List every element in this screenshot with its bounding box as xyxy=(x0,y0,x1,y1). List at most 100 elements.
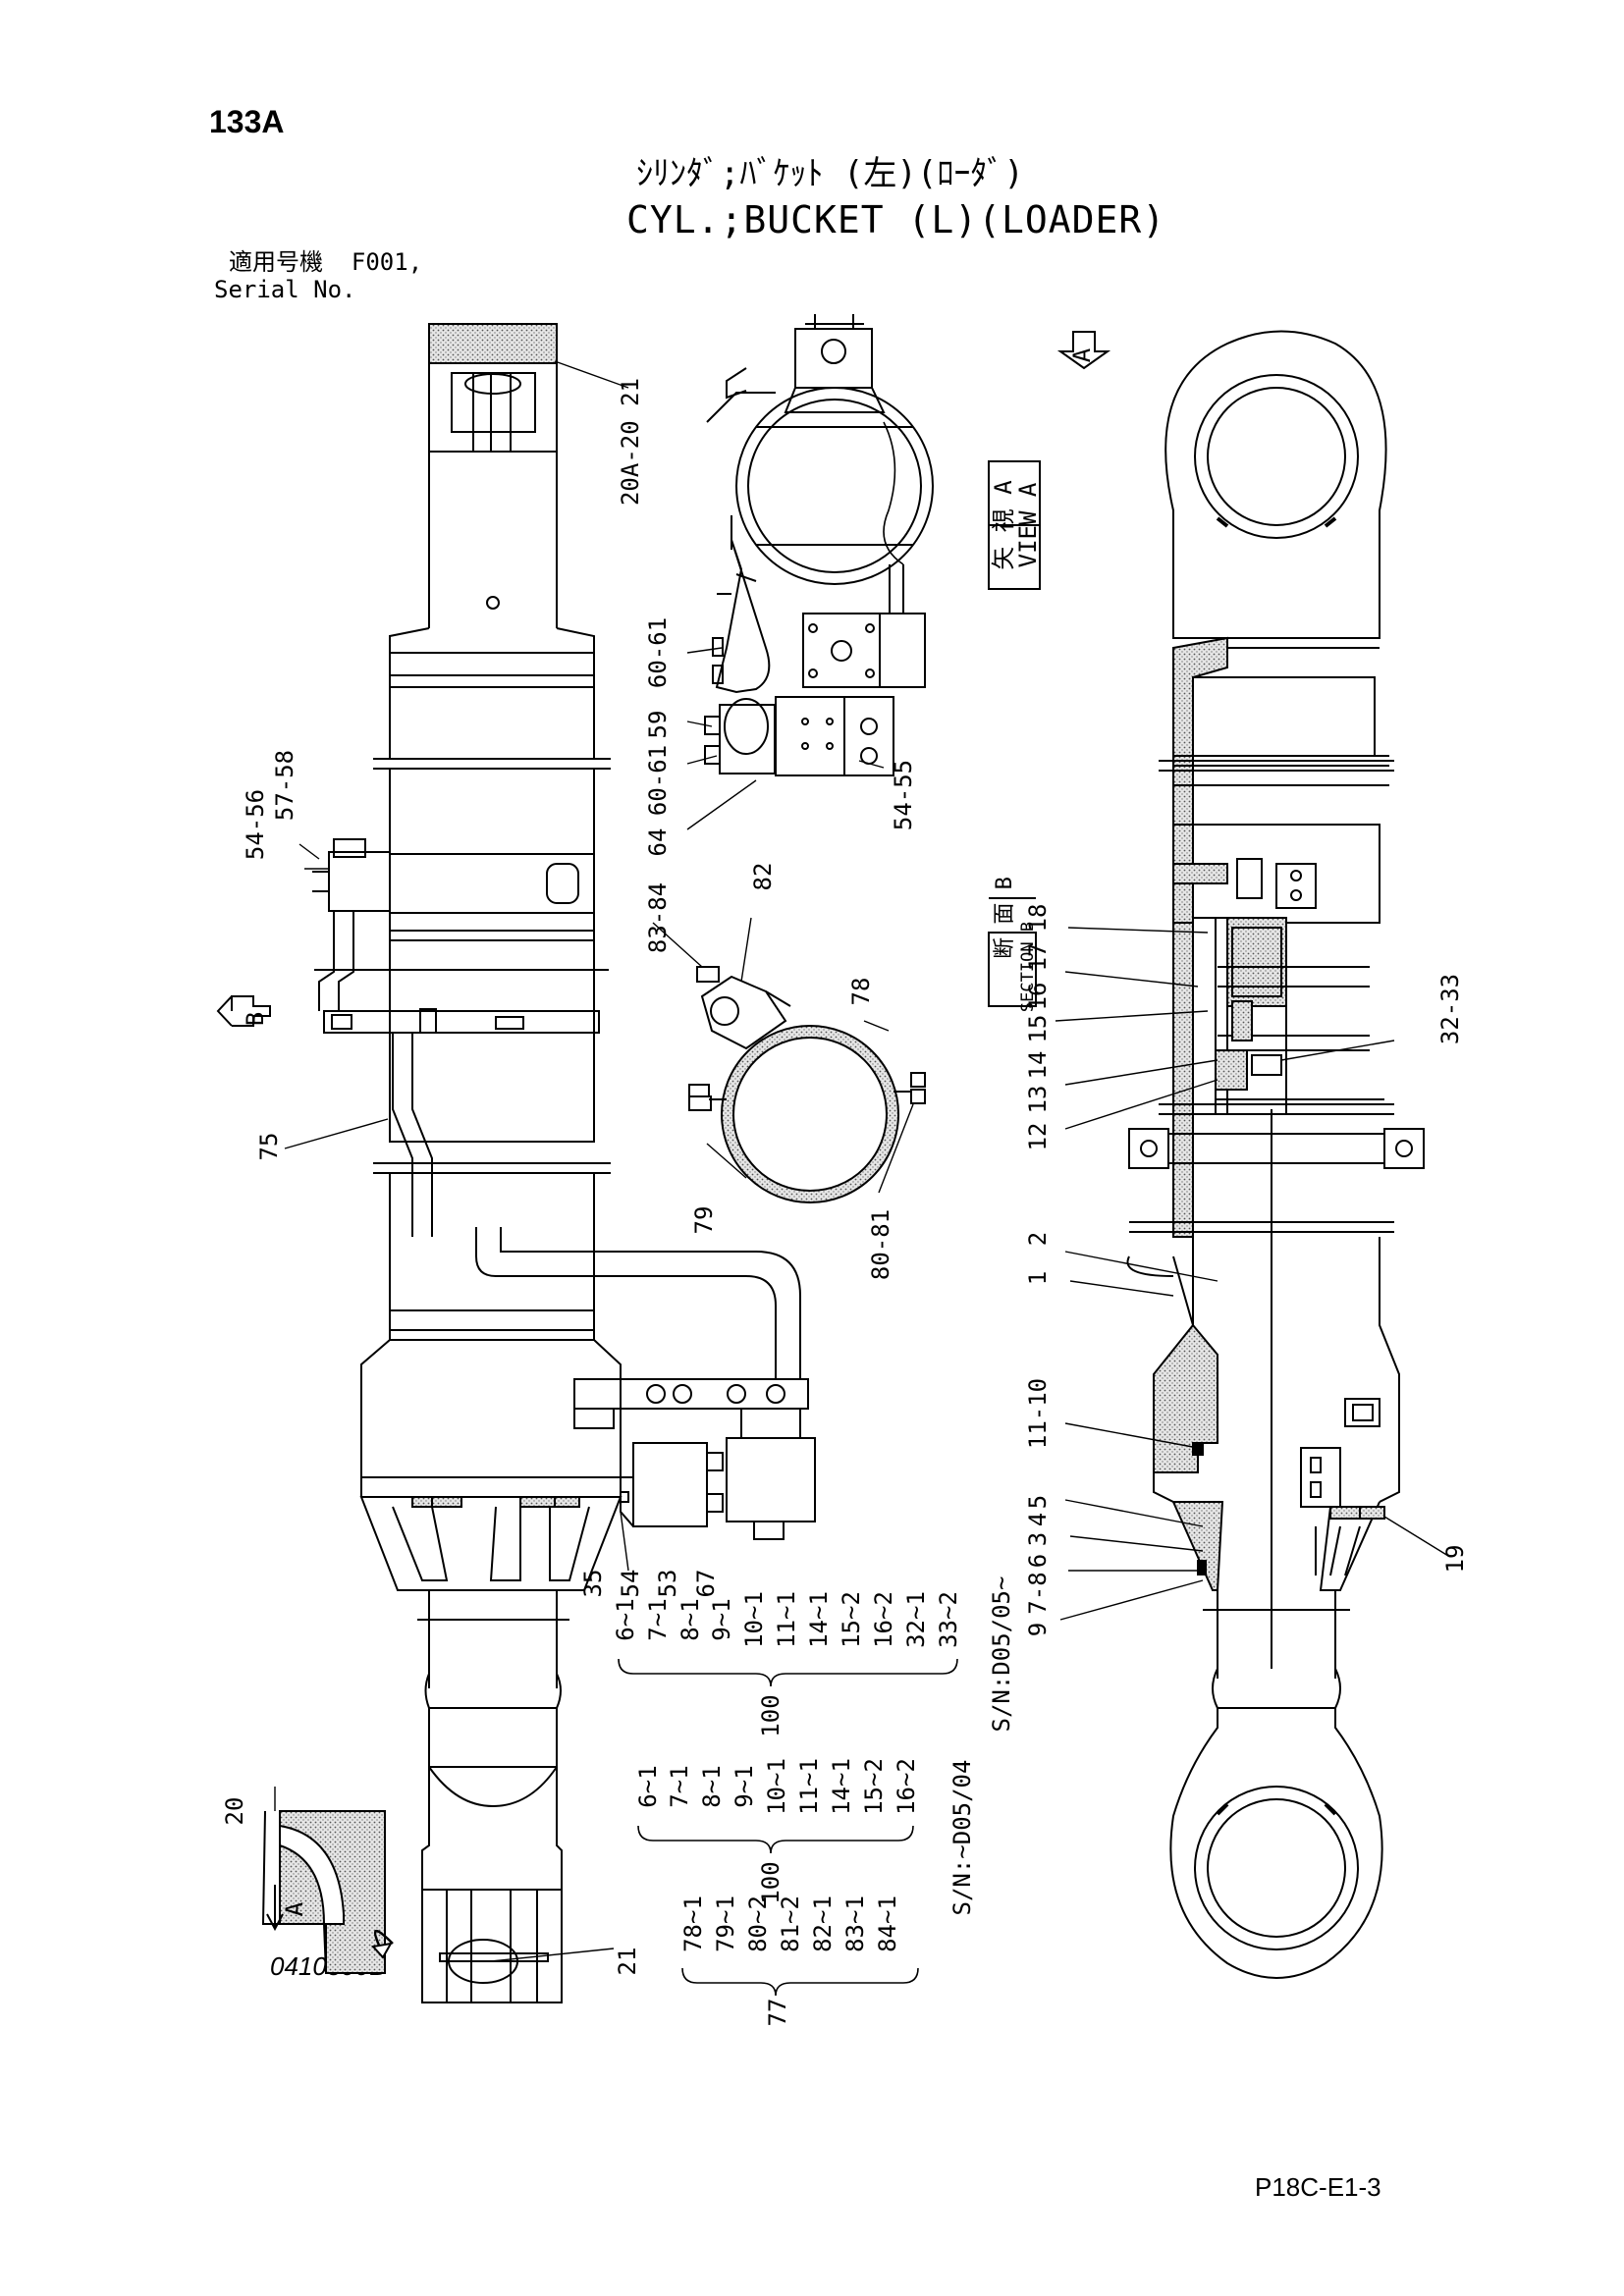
callout-11-10: 11-10 xyxy=(1024,1378,1052,1449)
callout-82: 82 xyxy=(749,863,777,891)
callout-20: 20 xyxy=(221,1797,248,1826)
title-japanese: ｼﾘﾝﾀﾞ;ﾊﾞｹｯﾄ (左)(ﾛｰﾀﾞ) xyxy=(636,154,1024,193)
kit2-item: 9~1 xyxy=(731,1765,758,1807)
page-number: 133A xyxy=(209,104,285,139)
kit1-number: 100 xyxy=(757,1694,785,1736)
serial-label-japanese: 適用号機 F001, xyxy=(229,250,422,274)
section-b-drawing xyxy=(688,966,926,1203)
kit3-item: 82~1 xyxy=(809,1896,837,1952)
callout-54-56: 54-56 xyxy=(242,789,269,860)
callout-60-61-bottom: 60-61 xyxy=(644,745,672,816)
left-cylinder-view xyxy=(261,323,816,2003)
kit2-item: 6~1 xyxy=(634,1765,662,1807)
callout-15: 15 xyxy=(1024,1015,1052,1043)
serial-label-english: Serial No. xyxy=(214,276,356,303)
kit2-item: 10~1 xyxy=(763,1758,790,1815)
callout-1: 1 xyxy=(1024,1271,1052,1285)
detail-a-arrow xyxy=(266,1885,284,1932)
kit1-item: 6~1 xyxy=(612,1598,639,1640)
kit1-item: 11~1 xyxy=(773,1591,800,1648)
kit3-item: 78~1 xyxy=(679,1896,707,1952)
callout-79: 79 xyxy=(690,1206,718,1235)
callout-78: 78 xyxy=(847,978,875,1006)
section-b-arrow xyxy=(216,995,271,1027)
view-a-label-en: VIEW A xyxy=(1014,482,1042,567)
callout-4: 4 xyxy=(1024,1513,1052,1526)
callout-12: 12 xyxy=(1024,1123,1052,1151)
kit3-item: 81~2 xyxy=(777,1896,804,1952)
section-b-label-en: SECTION B xyxy=(1018,922,1038,1012)
kit3-number: 77 xyxy=(764,1999,791,2027)
callout-57-58: 57-58 xyxy=(271,750,298,821)
kit1-item: 14~1 xyxy=(805,1591,833,1648)
kit1-item: 15~2 xyxy=(838,1591,865,1648)
callout-60-61-top: 60-61 xyxy=(644,617,672,688)
page-code: P18C-E1-3 xyxy=(1255,2172,1381,2202)
callout-9: 9 xyxy=(1024,1623,1052,1636)
callout-16: 16 xyxy=(1024,983,1052,1011)
kit-list-2: 6~1 7~1 8~1 9~1 10~1 11~1 14~1 15~2 16~2… xyxy=(634,1758,976,1915)
detail-a-letter: A xyxy=(281,1901,308,1916)
view-a-arrow-letter: A xyxy=(1068,347,1096,362)
callout-5: 5 xyxy=(1024,1495,1052,1509)
view-a-drawing xyxy=(704,314,934,776)
kit3-item: 83~1 xyxy=(841,1896,869,1952)
callout-labels: 20A-20 21 60-61 59 60-61 64 54-55 54-56 … xyxy=(221,378,1469,1975)
kit2-serial: S/N:~D05/04 xyxy=(948,1760,976,1916)
callout-20a-20-21: 20A-20 21 xyxy=(617,378,644,506)
view-a-arrow xyxy=(1056,331,1111,370)
kit1-item: 16~2 xyxy=(870,1591,897,1648)
callout-19: 19 xyxy=(1441,1545,1469,1574)
kit2-item: 14~1 xyxy=(828,1758,855,1815)
callout-6: 6 xyxy=(1024,1554,1052,1568)
kit2-item: 11~1 xyxy=(795,1758,823,1815)
kit3-item: 79~1 xyxy=(712,1896,739,1952)
callout-75: 75 xyxy=(255,1133,283,1161)
kit1-item: 33~2 xyxy=(935,1591,962,1648)
callout-3: 3 xyxy=(1024,1532,1052,1546)
callout-2: 2 xyxy=(1024,1232,1052,1246)
callout-21: 21 xyxy=(614,1948,641,1976)
kit2-item: 15~2 xyxy=(860,1758,888,1815)
kit1-serial: S/N:D05/05~ xyxy=(988,1576,1015,1733)
callout-64: 64 xyxy=(644,828,672,857)
callout-83-84: 83-84 xyxy=(644,882,672,953)
kit1-item: 10~1 xyxy=(740,1591,768,1648)
kit2-item: 7~1 xyxy=(666,1765,693,1807)
kit-list-1: 6~1 7~1 8~1 9~1 10~1 11~1 14~1 15~2 16~2… xyxy=(612,1576,1015,1737)
title-english: CYL.;BUCKET (L)(LOADER) xyxy=(626,198,1166,241)
kit3-item: 84~1 xyxy=(874,1896,901,1952)
leader-lines xyxy=(274,360,1449,1962)
kit1-item: 7~1 xyxy=(644,1598,672,1640)
callout-18: 18 xyxy=(1024,904,1052,933)
kit2-item: 8~1 xyxy=(698,1765,726,1807)
section-b-arrow-letter: B xyxy=(242,1012,269,1026)
callout-17: 17 xyxy=(1024,943,1052,972)
callout-13: 13 xyxy=(1024,1086,1052,1114)
kit3-item: 80~2 xyxy=(744,1896,772,1952)
kit2-number: 100 xyxy=(757,1861,785,1903)
section-b-label-jp: 断 面 B xyxy=(993,877,1017,959)
serial-label-jp-text: 適用号機 xyxy=(229,248,323,276)
serial-value: F001, xyxy=(351,248,423,276)
callout-67: 67 xyxy=(692,1570,720,1598)
kit1-item: 8~1 xyxy=(677,1598,704,1640)
callout-80-81: 80-81 xyxy=(867,1209,894,1280)
kit2-item: 16~2 xyxy=(893,1758,920,1815)
callout-53: 53 xyxy=(654,1570,681,1598)
callout-54: 54 xyxy=(617,1570,644,1598)
callout-14: 14 xyxy=(1024,1051,1052,1080)
kit1-item: 9~1 xyxy=(708,1598,735,1640)
section-b-label-box xyxy=(988,932,1037,1007)
callout-59: 59 xyxy=(644,711,672,739)
kit1-item: 32~1 xyxy=(902,1591,930,1648)
kit-braces xyxy=(618,1658,958,1997)
view-a-label-jp: 矢 視 A xyxy=(990,480,1017,570)
callout-35: 35 xyxy=(579,1570,607,1598)
callout-7-8: 7-8 xyxy=(1024,1572,1052,1614)
kit-list-3: 78~1 79~1 80~2 81~2 82~1 83~1 84~1 77 xyxy=(679,1896,901,2026)
callout-54-55: 54-55 xyxy=(890,760,917,830)
right-cylinder-view xyxy=(1126,330,1425,1979)
callout-32-33: 32-33 xyxy=(1436,974,1464,1044)
